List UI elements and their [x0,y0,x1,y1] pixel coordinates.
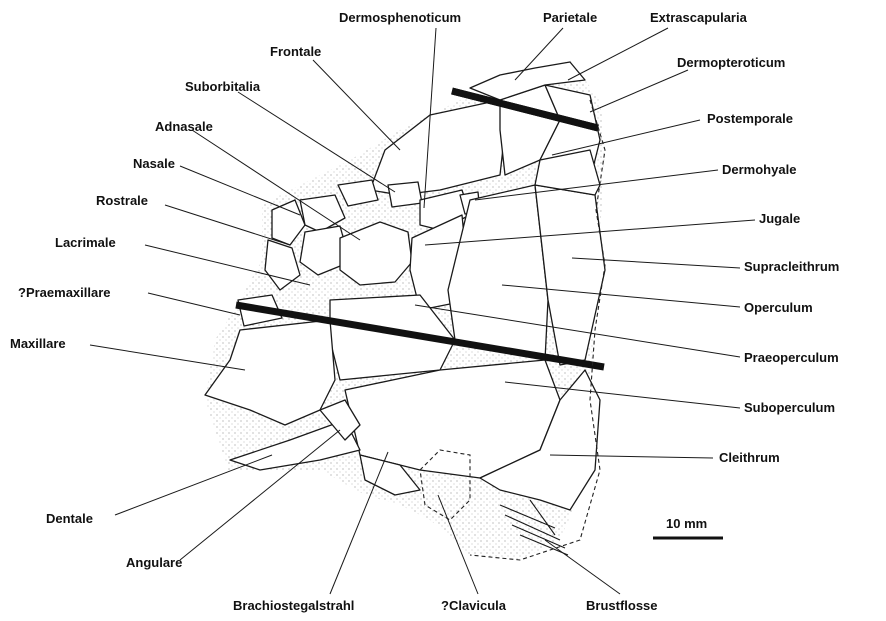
label-dermopteroticum: Dermopteroticum [677,55,785,70]
label-parietale: Parietale [543,10,597,25]
label-lacrimale: Lacrimale [55,235,116,250]
label-suborbitalia: Suborbitalia [185,79,261,94]
leader-dentale [115,455,272,515]
label-operculum: Operculum [744,300,813,315]
scale-bar: 10 mm [653,516,723,538]
label-supracleithrum: Supracleithrum [744,259,839,274]
label-cleithrum: Cleithrum [719,450,780,465]
leader-frontale [313,60,400,150]
label-postemporale: Postemporale [707,111,793,126]
leader-nasale [180,166,300,215]
label-frontale: Frontale [270,44,321,59]
label-suboperculum: Suboperculum [744,400,835,415]
leader-extrascapularia [568,28,668,80]
label-maxillare: Maxillare [10,336,66,351]
label-dentale: Dentale [46,511,93,526]
label-dermohyale: Dermohyale [722,162,796,177]
suborbitalia-bone-2 [388,182,422,207]
label-praemaxillare: ?Praemaxillare [18,285,111,300]
label-brachiostegalstrahl: Brachiostegalstrahl [233,598,354,613]
label-angulare: Angulare [126,555,182,570]
label-brustflosse: Brustflosse [586,598,658,613]
label-dermosphenoticum: Dermosphenoticum [339,10,461,25]
leader-dermopteroticum [590,70,688,112]
label-clavicula: ?Clavicula [441,598,507,613]
label-jugale: Jugale [759,211,800,226]
scale-bar-label: 10 mm [666,516,707,531]
leader-praemaxillare [148,293,240,315]
label-extrascapularia: Extrascapularia [650,10,748,25]
label-praeoperculum: Praeoperculum [744,350,839,365]
label-rostrale: Rostrale [96,193,148,208]
label-adnasale: Adnasale [155,119,213,134]
label-nasale: Nasale [133,156,175,171]
leader-brustflosse [545,540,620,594]
